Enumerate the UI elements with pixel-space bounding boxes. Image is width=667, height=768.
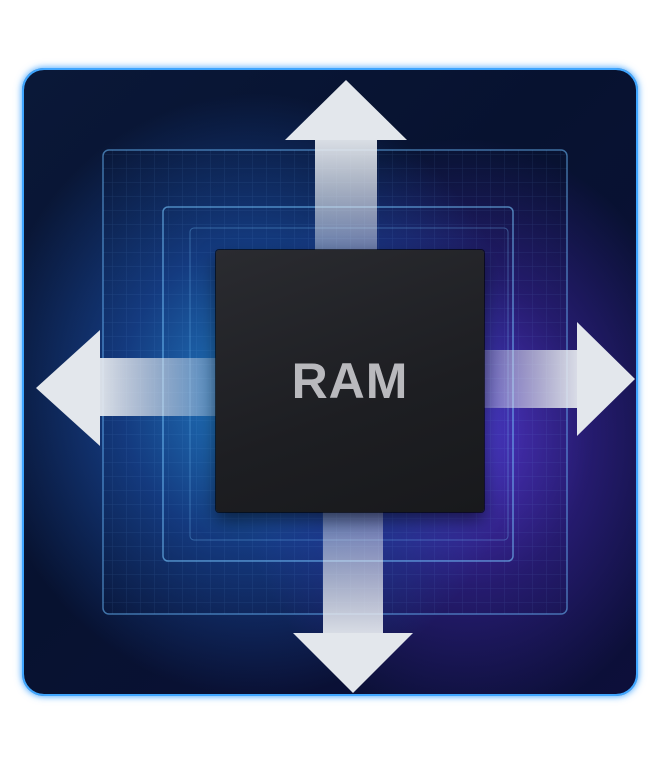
ram-chip-icon: RAM (216, 250, 484, 512)
arrow-left-icon (36, 330, 220, 446)
arrow-right-icon (480, 322, 635, 436)
arrow-down-icon (293, 505, 413, 693)
arrow-up-icon (285, 80, 407, 258)
chip-label: RAM (291, 353, 409, 409)
